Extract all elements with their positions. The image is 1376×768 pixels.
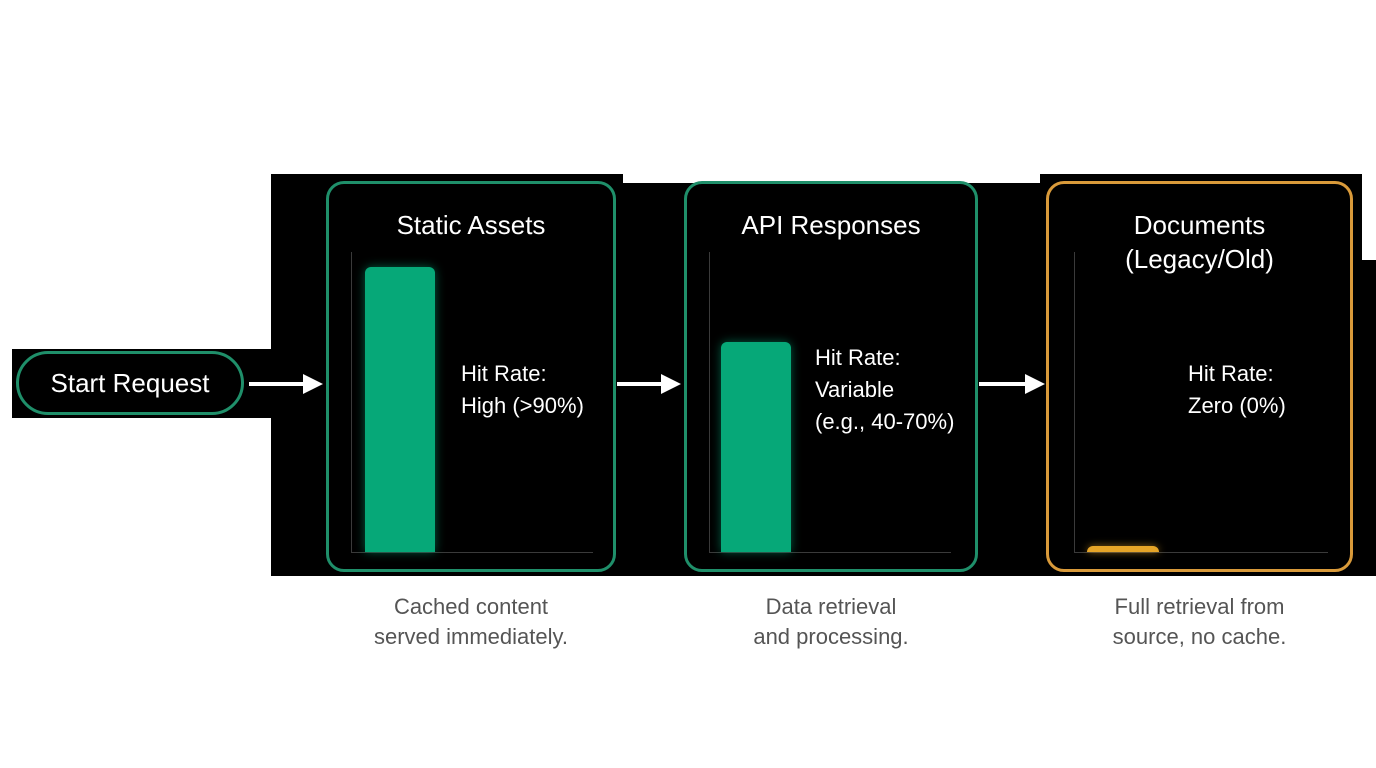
caption-static-assets: Cached content served immediately. [326, 592, 616, 652]
hit-rate-example: (e.g., 40-70%) [815, 409, 955, 434]
arrow-api-to-documents [979, 374, 1047, 394]
card-title-line-2: (Legacy/Old) [1125, 244, 1274, 274]
hit-rate-value: Variable [815, 377, 895, 402]
caption-line: Cached content [393, 594, 549, 619]
hit-rate-label: Hit Rate: [815, 345, 901, 370]
hit-rate-text: Hit Rate: High (>90%) [461, 358, 584, 422]
right-arrow-icon [979, 374, 1045, 394]
card-static-assets: Static Assets Hit Rate: High (>90%) [326, 181, 616, 572]
caption-line: source, no cache. [1112, 624, 1287, 649]
y-axis [1074, 252, 1075, 553]
start-request-label: Start Request [50, 367, 210, 398]
card-title-line: API Responses [741, 210, 921, 240]
card-title-line-1: Documents [1133, 210, 1266, 240]
caption-line: Full retrieval from [1114, 594, 1285, 619]
hit-rate-value: Zero (0%) [1188, 393, 1286, 418]
hit-rate-bar [721, 342, 791, 552]
right-arrow-icon [249, 374, 323, 394]
background-band-right [1359, 260, 1376, 576]
caption-line: Data retrieval [765, 594, 897, 619]
arrow-static-to-api [617, 374, 683, 394]
y-axis [351, 252, 352, 553]
caption-line: and processing. [753, 624, 909, 649]
x-axis [1074, 552, 1328, 553]
card-title: Documents (Legacy/Old) [1049, 208, 1350, 276]
hit-rate-label: Hit Rate: [1188, 361, 1274, 386]
card-api-responses: API Responses Hit Rate: Variable (e.g., … [684, 181, 978, 572]
hit-rate-bar [365, 267, 435, 552]
right-arrow-icon [617, 374, 681, 394]
card-documents-legacy: Documents (Legacy/Old) Hit Rate: Zero (0… [1046, 181, 1353, 572]
hit-rate-label: Hit Rate: [461, 361, 547, 386]
card-title: Static Assets [329, 208, 613, 242]
start-request-node: Start Request [16, 351, 244, 415]
card-title: API Responses [687, 208, 975, 242]
arrow-start-to-static [249, 374, 325, 394]
hit-rate-text: Hit Rate: Variable (e.g., 40-70%) [815, 342, 954, 438]
hit-rate-text: Hit Rate: Zero (0%) [1188, 358, 1286, 422]
hit-rate-value: High (>90%) [461, 393, 584, 418]
caption-documents-legacy: Full retrieval from source, no cache. [1046, 592, 1353, 652]
x-axis [709, 552, 951, 553]
hit-rate-bar [1087, 546, 1159, 552]
x-axis [351, 552, 593, 553]
caption-api-responses: Data retrieval and processing. [684, 592, 978, 652]
card-title-line: Static Assets [396, 210, 546, 240]
caption-line: served immediately. [374, 624, 568, 649]
y-axis [709, 252, 710, 553]
